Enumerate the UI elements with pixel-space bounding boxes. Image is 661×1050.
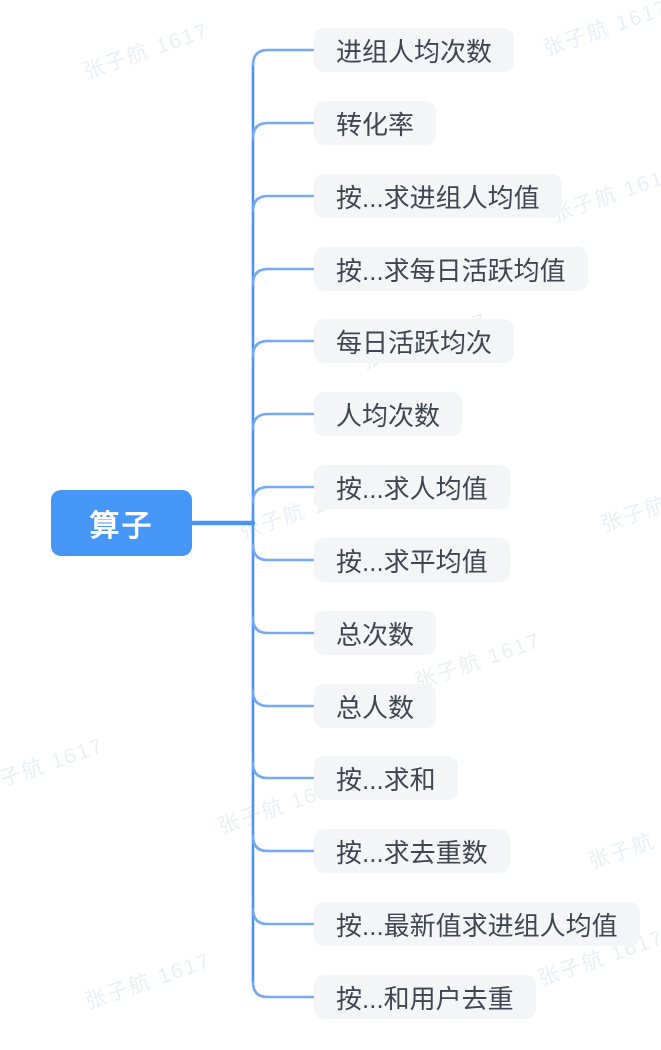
mindmap-node-label: 按...求和: [336, 764, 436, 795]
mindmap-node-label: 总次数: [336, 619, 415, 650]
mindmap-node[interactable]: 总人数: [314, 684, 437, 728]
mindmap-node[interactable]: 按...求人均值: [314, 465, 510, 509]
root-node-label: 算子: [89, 510, 154, 543]
mindmap-node-label: 按...和用户去重: [336, 983, 514, 1014]
mindmap-node-label: 每日活跃均次: [336, 327, 493, 358]
mindmap-node-label: 按...求进组人均值: [336, 182, 540, 213]
mindmap-node[interactable]: 按...求和: [314, 756, 458, 800]
mindmap-node[interactable]: 总次数: [314, 611, 437, 655]
mindmap-node[interactable]: 按...求去重数: [314, 829, 510, 873]
mindmap-node-label: 总人数: [336, 692, 415, 723]
mindmap-node-label: 按...求每日活跃均值: [336, 255, 566, 286]
mindmap-node[interactable]: 每日活跃均次: [314, 319, 515, 363]
mindmap-node-label: 按...求平均值: [336, 546, 488, 577]
mindmap-node-label: 按...求人均值: [336, 473, 488, 504]
root-node[interactable]: 算子: [51, 490, 192, 556]
mindmap-node-label: 按...最新值求进组人均值: [336, 910, 618, 941]
mindmap-node[interactable]: 人均次数: [314, 392, 463, 436]
mindmap-node-label: 转化率: [336, 109, 415, 140]
mindmap-node[interactable]: 按...求平均值: [314, 538, 510, 582]
mindmap-node-label: 按...求去重数: [336, 837, 488, 868]
mindmap-node[interactable]: 按...最新值求进组人均值: [314, 902, 640, 946]
mindmap-node[interactable]: 转化率: [314, 101, 437, 145]
mindmap-node[interactable]: 按...求每日活跃均值: [314, 247, 588, 291]
mindmap-node[interactable]: 按...和用户去重: [314, 975, 536, 1019]
mindmap-node-label: 人均次数: [336, 400, 441, 431]
mindmap-node-label: 进组人均次数: [336, 36, 493, 67]
mindmap-node[interactable]: 进组人均次数: [314, 28, 515, 72]
mindmap-node[interactable]: 按...求进组人均值: [314, 174, 562, 218]
